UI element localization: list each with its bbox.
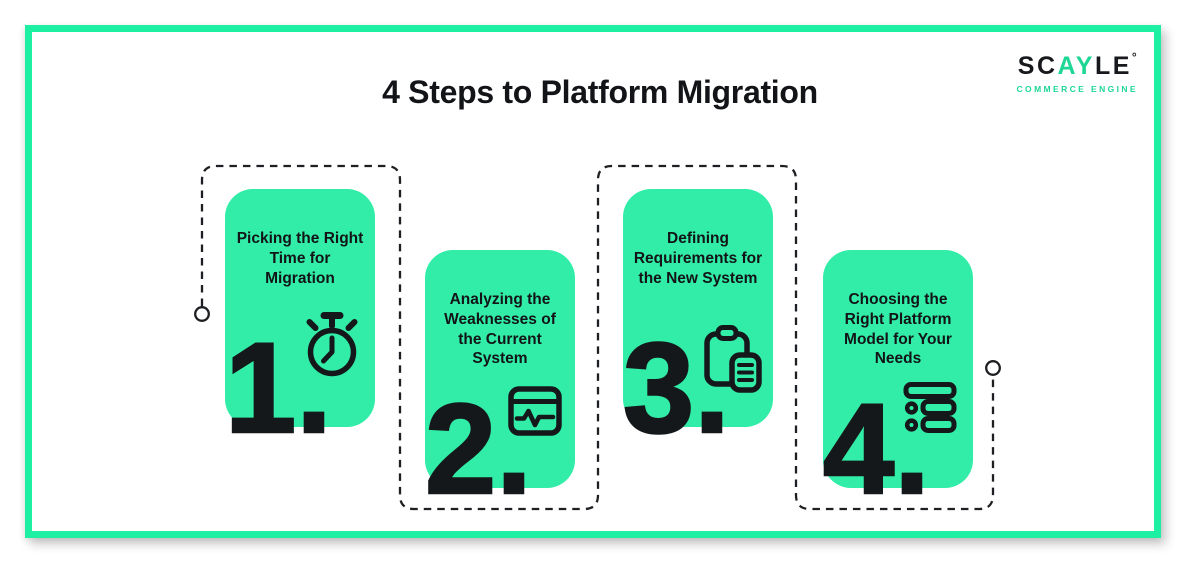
logo-text-sc: SC (1017, 52, 1058, 80)
step-2-label: Analyzing the Weaknesses of the Current … (444, 291, 556, 368)
stopwatch-icon (303, 310, 361, 380)
pulse-monitor-icon (508, 386, 562, 436)
list-icon (902, 381, 958, 434)
clipboard-icon (701, 324, 765, 394)
connector-line (200, 164, 995, 511)
logo-text-le: LE (1094, 52, 1132, 80)
logo-degree-mark: ° (1131, 50, 1137, 64)
step-card-2: Analyzing the Weaknesses of the Current … (424, 250, 575, 515)
scayle-logo: SCAYLE° COMMERCE ENGINE (1017, 50, 1138, 94)
path-end-dot (985, 360, 1001, 376)
step-2-number: 2. (424, 378, 533, 521)
page-title: 4 Steps to Platform Migration (382, 74, 818, 110)
step-card-1: Picking the Right Time for Migration 1. (224, 189, 375, 454)
step-3-label: Defining Requirements for the New System (633, 230, 763, 287)
path-start-dot (194, 306, 210, 322)
logo-wordmark: SCAYLE° (1017, 50, 1138, 81)
step-4-label: Choosing the Right Platform Model for Yo… (844, 291, 952, 368)
step-3-number: 3. (622, 317, 731, 460)
step-1-number: 1. (224, 317, 333, 460)
step-card-3: Defining Requirements for the New System… (622, 189, 773, 454)
logo-text-ay: AY (1057, 52, 1095, 80)
logo-subtitle: COMMERCE ENGINE (1016, 84, 1138, 94)
step-card-4: Choosing the Right Platform Model for Yo… (822, 250, 973, 515)
step-1-label: Picking the Right Time for Migration (236, 230, 364, 287)
